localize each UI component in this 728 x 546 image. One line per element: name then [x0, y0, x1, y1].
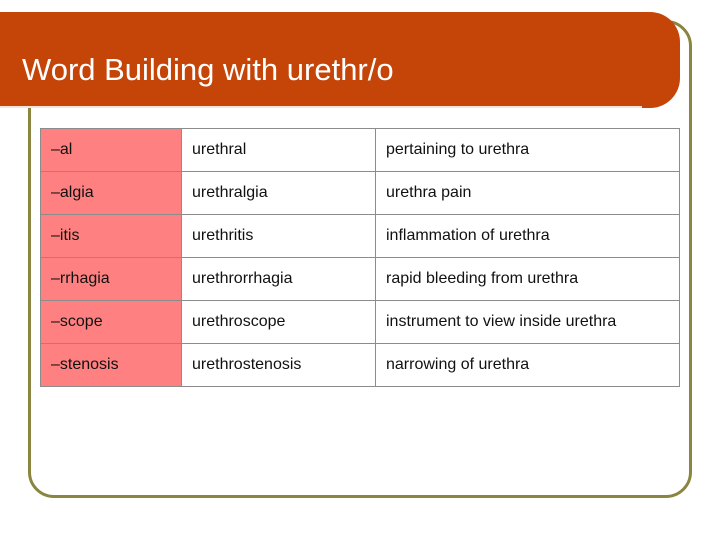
suffix-cell: –scope — [40, 300, 182, 344]
meaning-cell: instrument to view inside urethra — [375, 300, 680, 344]
slide-title: Word Building with urethr/o — [22, 52, 394, 87]
title-underline — [0, 106, 642, 108]
suffix-cell: –rrhagia — [40, 257, 182, 301]
meaning-cell: urethra pain — [375, 171, 680, 215]
term-cell: urethral — [181, 128, 376, 172]
table-row: –stenosis urethrostenosis narrowing of u… — [40, 343, 680, 387]
suffix-cell: –stenosis — [40, 343, 182, 387]
term-cell: urethritis — [181, 214, 376, 258]
suffix-cell: –algia — [40, 171, 182, 215]
term-cell: urethrorrhagia — [181, 257, 376, 301]
term-cell: urethroscope — [181, 300, 376, 344]
term-cell: urethrostenosis — [181, 343, 376, 387]
table-row: –itis urethritis inflammation of urethra — [40, 214, 680, 258]
title-bar: Word Building with urethr/o — [0, 12, 680, 108]
table-row: –al urethral pertaining to urethra — [40, 128, 680, 172]
meaning-cell: inflammation of urethra — [375, 214, 680, 258]
word-building-table: –al urethral pertaining to urethra –algi… — [40, 128, 680, 387]
meaning-cell: pertaining to urethra — [375, 128, 680, 172]
table-row: –scope urethroscope instrument to view i… — [40, 300, 680, 344]
table-row: –algia urethralgia urethra pain — [40, 171, 680, 215]
term-cell: urethralgia — [181, 171, 376, 215]
suffix-cell: –itis — [40, 214, 182, 258]
meaning-cell: rapid bleeding from urethra — [375, 257, 680, 301]
table-row: –rrhagia urethrorrhagia rapid bleeding f… — [40, 257, 680, 301]
meaning-cell: narrowing of urethra — [375, 343, 680, 387]
suffix-cell: –al — [40, 128, 182, 172]
